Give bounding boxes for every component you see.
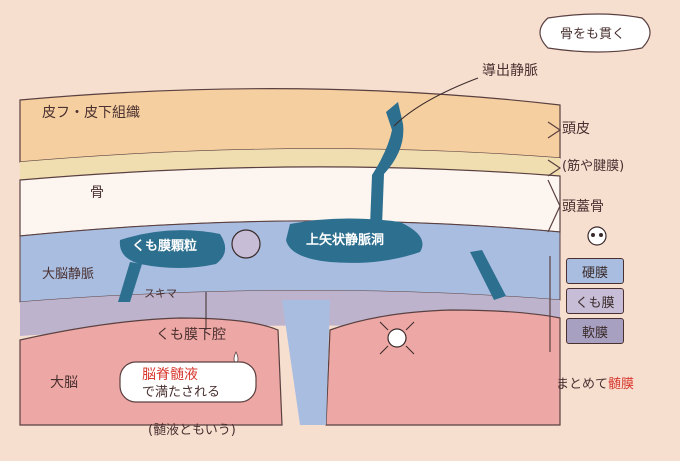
galea-layer (20, 148, 560, 180)
cerebral-vein-right (470, 250, 506, 300)
csf-filled-label: で満たされる (142, 385, 221, 400)
spider-icon (379, 321, 415, 355)
falx (282, 300, 330, 425)
arachnoid-granulation-label: くも膜顆粒 (132, 239, 198, 254)
pia-box: 軟膜 (566, 318, 624, 344)
scalp-bracket (547, 121, 562, 139)
csf-bubble (119, 361, 257, 403)
arachnoid-label: くも膜 (575, 295, 615, 311)
scalp-label: 頭皮 (562, 121, 590, 137)
skull-bracket (547, 179, 561, 233)
subarachnoid-space-label: くも膜下腔 (156, 327, 226, 343)
csf-label: 脳脊髄液 (142, 367, 198, 383)
meninges-prefix: まとめて (556, 377, 609, 392)
emissary-vein-leader (393, 77, 479, 127)
gap-label: スキマ (144, 287, 177, 300)
cerebral-vein-left (118, 262, 142, 302)
meninges-summary: まとめて髄膜 (556, 378, 634, 391)
emissary-vein (370, 102, 404, 226)
emissary-vein-label: 導出静脈 (482, 63, 538, 79)
skull-label: 頭蓋骨 (562, 199, 604, 215)
bone-label: 骨 (90, 185, 104, 201)
skull-icon (587, 226, 607, 246)
galea-label: (筋や腱膜) (562, 159, 625, 174)
dura-box: 硬膜 (566, 258, 624, 284)
cerebrum-label: 大脳 (50, 375, 78, 391)
csf-note-label: (髄液ともいう) (148, 423, 236, 438)
penetrates-bone-label: 骨をも貫く (560, 27, 626, 42)
brain-right-hemisphere (325, 309, 561, 426)
granulation-pool (119, 230, 226, 268)
pia-label: 軟膜 (581, 325, 608, 341)
cerebral-vein-label: 大脳静脈 (42, 267, 95, 282)
arachnoid-box: くも膜 (566, 288, 624, 314)
galea-bracket (547, 159, 562, 177)
dura-label: 硬膜 (581, 265, 608, 281)
superior-sagittal-sinus-label: 上矢状静脈洞 (306, 233, 385, 248)
speech-bubble (539, 13, 651, 53)
granulation-bump (231, 229, 261, 259)
meninges-label: 髄膜 (608, 377, 635, 392)
skin-subcutaneous-label: 皮フ・皮下組織 (42, 105, 140, 121)
superior-sagittal-sinus (286, 218, 423, 263)
